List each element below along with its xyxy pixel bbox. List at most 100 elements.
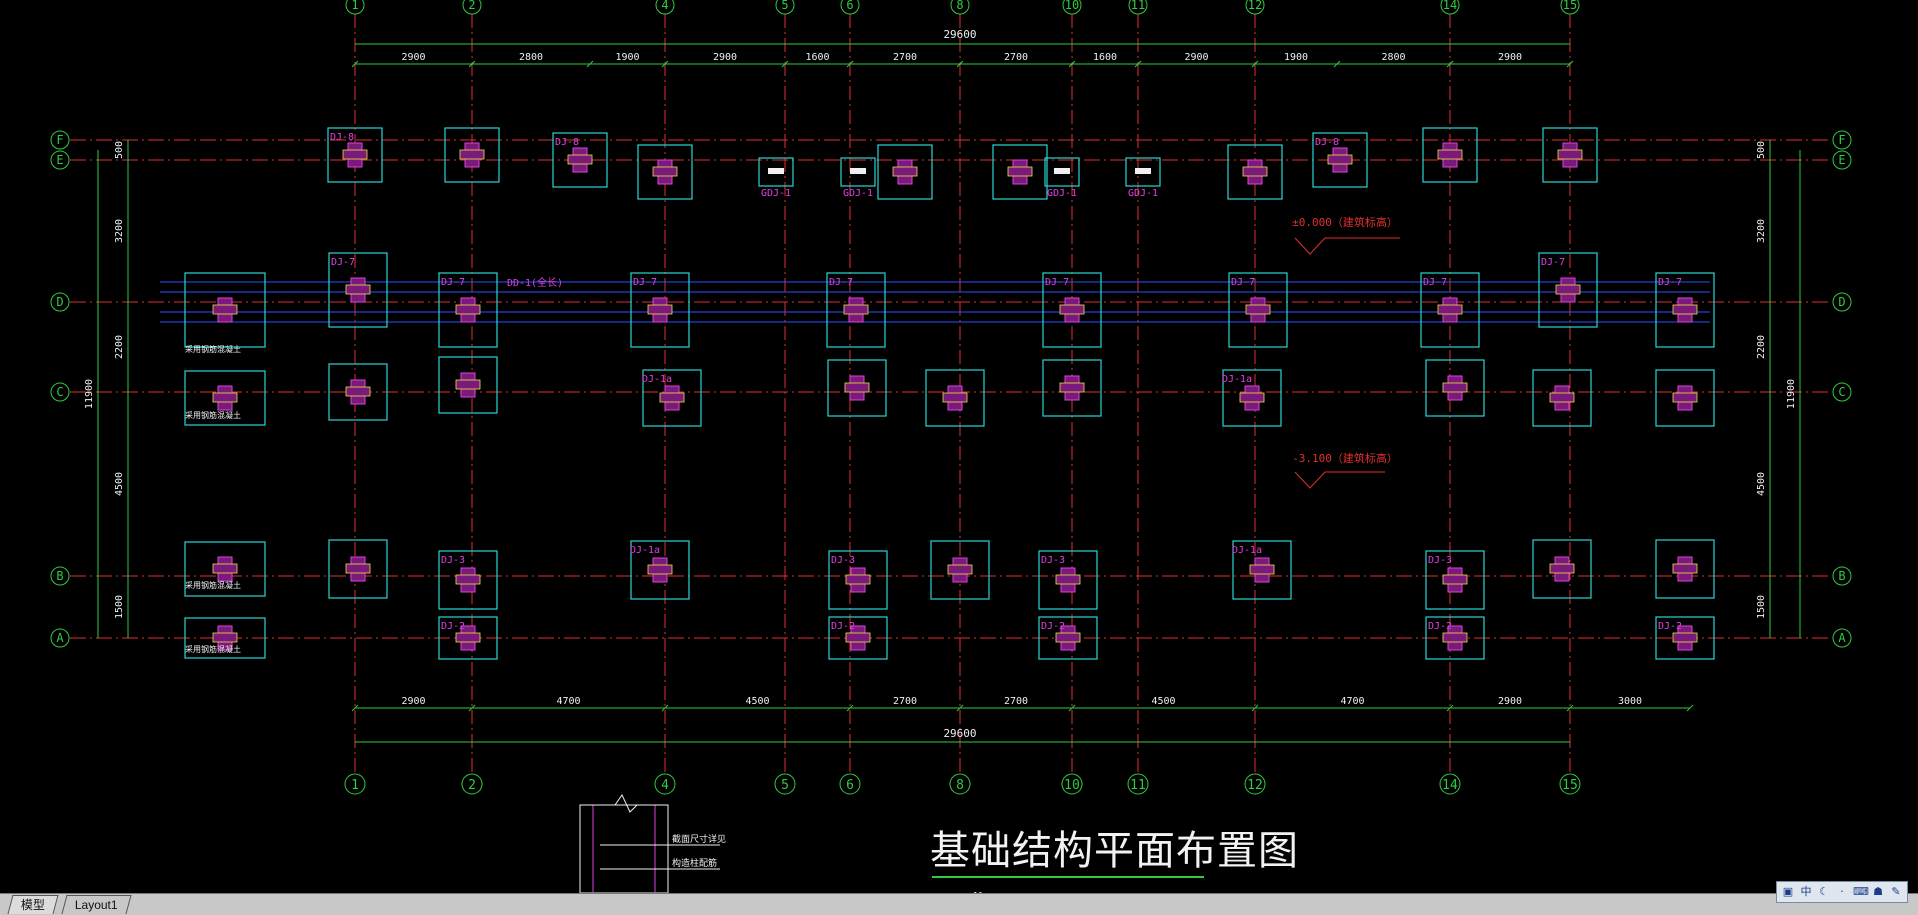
dim-tick bbox=[351, 60, 359, 68]
top-spacing-text: 2700 bbox=[893, 52, 917, 63]
footing-pad bbox=[438, 550, 498, 610]
bottom-spacing-text: 2900 bbox=[401, 696, 425, 707]
axis-bubble-top bbox=[1062, 0, 1082, 15]
bottom-spacing-text: 4500 bbox=[1151, 696, 1175, 707]
bottom-spacing-text: 4500 bbox=[745, 696, 769, 707]
user-icon[interactable]: ☗ bbox=[1873, 885, 1883, 898]
keyboard-icon[interactable]: ⌨ bbox=[1853, 885, 1869, 898]
top-spacing-text: 2800 bbox=[519, 52, 543, 63]
axis-label-bottom: 2 bbox=[468, 778, 476, 793]
level-mark-top: ±0.000（建筑标高） bbox=[1292, 215, 1398, 229]
level-mark-bottom: -3.100（建筑标高） bbox=[1292, 451, 1398, 465]
level-symbol-top bbox=[1294, 237, 1400, 255]
axis-label-top: 10 bbox=[1065, 0, 1079, 12]
dim-tick bbox=[1134, 60, 1142, 68]
dim-tick bbox=[661, 60, 669, 68]
status-tray: ▣ 中 ☾ · ⌨ ☗ ✎ bbox=[1776, 881, 1908, 903]
right-row-text: 3200 bbox=[1756, 219, 1767, 243]
footing-label: DJ-1a bbox=[630, 545, 660, 556]
column-hatch bbox=[1549, 392, 1575, 403]
column-hatch bbox=[1242, 166, 1268, 177]
column-hatch bbox=[455, 574, 481, 585]
axis-bubble-bottom bbox=[654, 773, 676, 795]
footing-pad bbox=[1038, 550, 1098, 610]
column-hatch bbox=[845, 632, 871, 643]
dim-tick bbox=[1566, 60, 1574, 68]
footing-pad bbox=[327, 127, 383, 183]
axis-label-bottom: 4 bbox=[661, 778, 669, 793]
column-hatch bbox=[1055, 632, 1081, 643]
grade-beam-pad bbox=[1044, 157, 1080, 187]
footing-pad bbox=[1420, 272, 1480, 348]
footing-pad bbox=[184, 272, 266, 348]
axis-label-left: A bbox=[56, 631, 64, 645]
top-spacing-text: 2700 bbox=[1004, 52, 1028, 63]
axis-bubble-bottom bbox=[461, 773, 483, 795]
tool-icon[interactable]: ✎ bbox=[1891, 885, 1901, 898]
footing-pad bbox=[438, 272, 498, 348]
dim-tick bbox=[781, 60, 789, 68]
axis-bubble-right bbox=[1832, 150, 1852, 170]
footing-pad bbox=[328, 363, 388, 421]
axis-label-top: 11 bbox=[1131, 0, 1145, 12]
axis-label-bottom: 10 bbox=[1064, 778, 1080, 793]
column-hatch bbox=[1059, 382, 1085, 393]
footing-label: DJ-3 bbox=[441, 555, 465, 566]
chinese-ime-icon[interactable]: 中 bbox=[1800, 885, 1812, 898]
overall-dim-top: 29600 bbox=[943, 28, 976, 41]
footing-pad bbox=[828, 550, 888, 610]
dot-icon[interactable]: · bbox=[1840, 885, 1844, 898]
footing-pad bbox=[1538, 252, 1598, 328]
bottom-spacing-text: 2700 bbox=[1004, 696, 1028, 707]
axis-bubble-bottom bbox=[344, 773, 366, 795]
axis-bubble-bottom bbox=[1244, 773, 1266, 795]
dim-tick bbox=[1068, 60, 1076, 68]
column-hatch bbox=[1437, 304, 1463, 315]
axis-bubble-bottom bbox=[1061, 773, 1083, 795]
footing-pad bbox=[637, 144, 693, 200]
moon-icon[interactable]: ☾ bbox=[1819, 885, 1829, 898]
top-spacing-text: 2900 bbox=[713, 52, 737, 63]
axis-bubble-bottom bbox=[1439, 773, 1461, 795]
axis-label-bottom: 5 bbox=[781, 778, 789, 793]
footing-pad bbox=[1038, 616, 1098, 660]
axis-label-left: C bbox=[56, 385, 63, 399]
axis-bubble-right bbox=[1832, 382, 1852, 402]
gdj-label: GDJ-1 bbox=[843, 188, 873, 199]
grade-beam-pad bbox=[758, 157, 794, 187]
left-total-text: 11900 bbox=[84, 379, 95, 409]
column-hatch bbox=[647, 564, 673, 575]
axis-bubble-bottom bbox=[839, 773, 861, 795]
column-hatch bbox=[1059, 304, 1085, 315]
axis-label-right: E bbox=[1838, 153, 1845, 167]
dim-tick bbox=[956, 704, 964, 712]
column-hatch bbox=[1672, 304, 1698, 315]
dim-tick bbox=[1566, 704, 1574, 712]
footing-pad bbox=[827, 359, 887, 417]
axis-bubble-top bbox=[345, 0, 365, 15]
column-hatch bbox=[455, 379, 481, 390]
model-space-icon[interactable]: ▣ bbox=[1782, 885, 1794, 898]
footing-label: DJ-7 bbox=[331, 257, 355, 268]
axis-label-left: D bbox=[56, 295, 63, 309]
axis-bubble-left bbox=[50, 566, 70, 586]
grade-beam-pad bbox=[1125, 157, 1161, 187]
footing-pad bbox=[438, 356, 498, 414]
right-row-text: 2200 bbox=[1756, 335, 1767, 359]
tab-layout1-label: Layout1 bbox=[74, 898, 118, 912]
right-row-text: 4500 bbox=[1756, 472, 1767, 496]
gdj-label: GDJ-1 bbox=[1047, 188, 1077, 199]
footing-pad bbox=[444, 127, 500, 183]
footing-pad bbox=[1655, 539, 1715, 599]
footing-pad bbox=[328, 539, 388, 599]
tab-model[interactable]: 模型 bbox=[7, 895, 59, 914]
dim-tick bbox=[1251, 60, 1259, 68]
footing-pad bbox=[1425, 616, 1485, 660]
footing-pad bbox=[630, 272, 690, 348]
column-hatch bbox=[652, 166, 678, 177]
footing-label: DJ-3 bbox=[1428, 555, 1452, 566]
tab-layout1[interactable]: Layout1 bbox=[61, 895, 132, 914]
footing-pad bbox=[552, 132, 608, 188]
footing-label: DJ-1a bbox=[642, 374, 672, 385]
